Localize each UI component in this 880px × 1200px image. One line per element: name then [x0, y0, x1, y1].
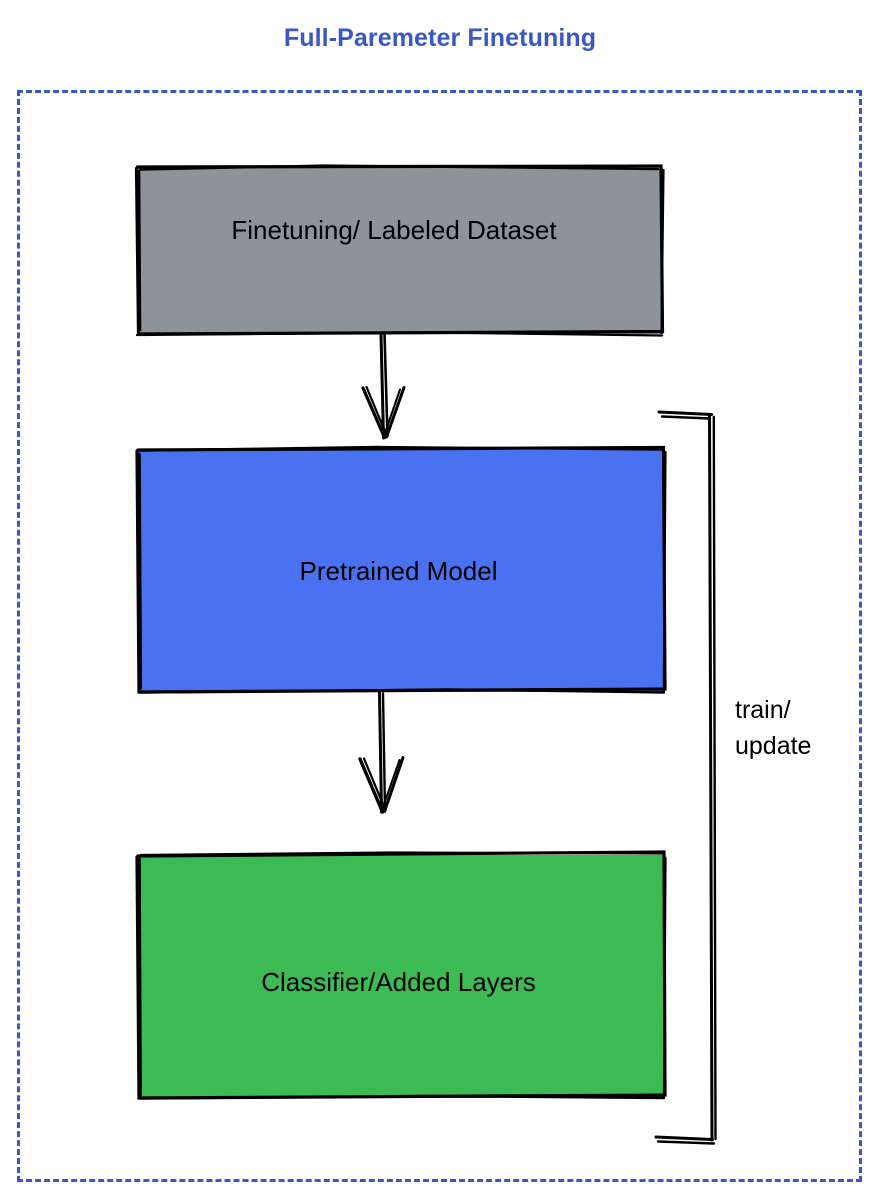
- node-label-pretrained: Pretrained Model: [299, 556, 498, 586]
- edge-label-line-1: train/: [735, 696, 791, 724]
- node-classifier-added-layers[interactable]: Classifier/Added Layers: [135, 850, 667, 1100]
- page-title: Full-Paremeter Finetuning: [283, 24, 597, 52]
- node-label-classifier: Classifier/Added Layers: [261, 967, 536, 997]
- dashed-boundary-container: [17, 90, 862, 1182]
- node-finetuning-labeled-dataset[interactable]: Finetuning/ Labeled Dataset: [134, 164, 665, 337]
- node-label-dataset: Finetuning/ Labeled Dataset: [231, 215, 557, 245]
- node-pretrained-model[interactable]: Pretrained Model: [135, 445, 667, 694]
- edge-label-line-2: update: [735, 731, 812, 760]
- edge-label-train-update: train/update: [735, 693, 855, 764]
- node-fill-gray: [137, 168, 663, 334]
